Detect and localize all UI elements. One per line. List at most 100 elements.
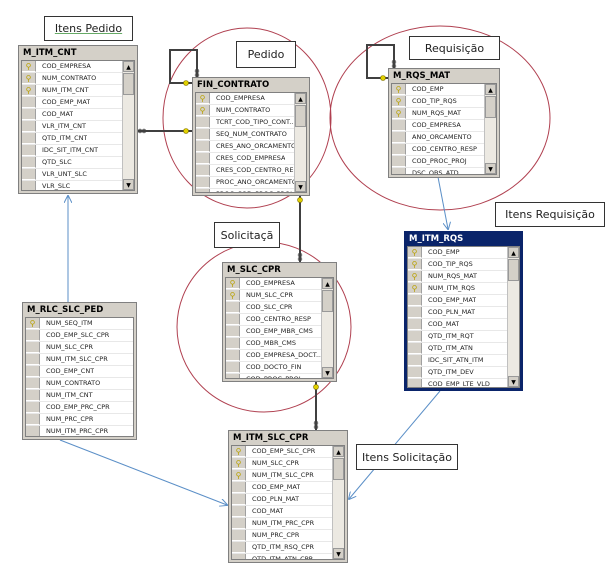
column-row[interactable]: ANO_ORCAMENTO [392, 132, 496, 144]
column-row[interactable]: COD_EMP_SLC_CPR [26, 330, 133, 342]
column-row[interactable]: COD_EMPRESA_DOCT... [226, 350, 333, 362]
table-title[interactable]: M_SLC_CPR [227, 265, 281, 275]
column-row[interactable]: SEQ_NUM_CONTRATO [196, 129, 306, 141]
column-row[interactable]: NUM_PRC_CPR [232, 530, 344, 542]
column-row[interactable]: QTD_ITM_ATN_CPR [232, 554, 344, 559]
column-row[interactable]: NUM_SLC_CPR [26, 342, 133, 354]
scrollbar[interactable]: ▲▼ [507, 247, 519, 387]
rlc-to-itm-slc-cpr-arrow[interactable] [59, 439, 227, 505]
column-row[interactable]: NUM_ITM_CNT [26, 390, 133, 402]
column-row[interactable]: TCRT_COD_TIPO_CONT... [196, 117, 306, 129]
column-row[interactable]: COD_EMP_PRC_CPR [26, 402, 133, 414]
label-itens-solicitacao[interactable]: Itens Solicitação [356, 444, 458, 470]
column-row[interactable]: QTD_ITM_CNT [22, 133, 134, 145]
column-row[interactable]: ⚲COD_EMPRESA [226, 278, 333, 290]
scroll-up-icon[interactable]: ▲ [485, 84, 496, 95]
table-m-rqs-mat[interactable]: M_RQS_MAT⚲COD_EMP⚲COD_TIP_RQS⚲NUM_RQS_MA… [388, 68, 500, 178]
column-row[interactable]: COD_PROC_PROJ [392, 156, 496, 168]
column-row[interactable]: COD_EMPRESA [392, 120, 496, 132]
column-row[interactable]: CRES_ANO_ORCAMENTO [196, 141, 306, 153]
column-row[interactable]: ⚲NUM_CONTRATO [22, 73, 134, 85]
scrollbar[interactable]: ▲▼ [294, 93, 306, 192]
column-row[interactable]: COD_EMP_CNT [26, 366, 133, 378]
column-row[interactable]: ⚲COD_EMP_SLC_CPR [232, 446, 344, 458]
scroll-down-icon[interactable]: ▼ [123, 179, 134, 190]
table-m-itm-slc-cpr[interactable]: M_ITM_SLC_CPR⚲COD_EMP_SLC_CPR⚲NUM_SLC_CP… [228, 430, 348, 563]
column-row[interactable]: COD_EMP_MAT [232, 482, 344, 494]
column-row[interactable]: ⚲COD_EMP [408, 247, 519, 259]
scroll-thumb[interactable] [485, 96, 496, 118]
column-row[interactable]: PROC_ANO_ORCAMENTO [196, 177, 306, 189]
table-m-itm-rqs[interactable]: M_ITM_RQS ⚲COD_EMP⚲COD_TIP_RQS⚲NUM_RQS_MA… [404, 231, 523, 391]
scroll-down-icon[interactable]: ▼ [333, 548, 344, 559]
column-row[interactable]: COD_PLN_MAT [408, 307, 519, 319]
column-row[interactable]: COD_CENTRO_RESP [226, 314, 333, 326]
column-row[interactable]: COD_PLN_MAT [232, 494, 344, 506]
column-row[interactable]: NUM_ITM_PRC_CPR [26, 426, 133, 436]
column-row[interactable]: COD_MAT [408, 319, 519, 331]
column-row[interactable]: ⚲NUM_ITM_RQS [408, 283, 519, 295]
scroll-thumb[interactable] [295, 105, 306, 127]
rqs-mat-to-itm-rqs-arrow[interactable] [437, 176, 448, 229]
column-row[interactable]: ⚲NUM_RQS_MAT [392, 108, 496, 120]
column-row[interactable]: PROC_COD_PROC_PROJ [196, 189, 306, 192]
column-row[interactable]: ⚲COD_TIP_RQS [408, 259, 519, 271]
column-row[interactable]: QTD_SLC [22, 157, 134, 169]
scroll-up-icon[interactable]: ▲ [123, 61, 134, 72]
column-row[interactable]: IDC_SIT_ITM_CNT [22, 145, 134, 157]
scrollbar[interactable]: ▲▼ [122, 61, 134, 190]
label-pedido[interactable]: Pedido [236, 41, 296, 68]
label-itens-pedido[interactable]: Itens Pedido [44, 16, 133, 41]
scroll-down-icon[interactable]: ▼ [508, 376, 519, 387]
column-row[interactable]: NUM_PRC_CPR [26, 414, 133, 426]
label-itens-requisicao[interactable]: Itens Requisição [495, 202, 605, 227]
scroll-down-icon[interactable]: ▼ [485, 163, 496, 174]
column-row[interactable]: ⚲COD_EMPRESA [196, 93, 306, 105]
column-row[interactable]: COD_EMP_MBR_CMS [226, 326, 333, 338]
scroll-down-icon[interactable]: ▼ [295, 181, 306, 192]
column-row[interactable]: VLR_UNT_SLC [22, 169, 134, 181]
column-row[interactable]: VLR_ITM_CNT [22, 121, 134, 133]
column-row[interactable]: COD_SLC_CPR [226, 302, 333, 314]
column-row[interactable]: ⚲NUM_CONTRATO [196, 105, 306, 117]
column-row[interactable]: NUM_ITM_SLC_CPR [26, 354, 133, 366]
scroll-up-icon[interactable]: ▲ [295, 93, 306, 104]
column-row[interactable]: COD_MAT [22, 109, 134, 121]
fin-contrato-self-relationship[interactable] [169, 49, 198, 84]
column-row[interactable]: ⚲NUM_ITM_SLC_CPR [232, 470, 344, 482]
column-row[interactable]: ⚲NUM_RQS_MAT [408, 271, 519, 283]
column-row[interactable]: NUM_CONTRATO [26, 378, 133, 390]
column-row[interactable]: COD_MBR_CMS [226, 338, 333, 350]
scroll-down-icon[interactable]: ▼ [322, 367, 333, 378]
label-requisicao[interactable]: Requisição [409, 36, 500, 60]
column-row[interactable]: QTD_ITM_RSQ_CPR [232, 542, 344, 554]
table-title[interactable]: M_RLC_SLC_PED [27, 305, 104, 315]
column-row[interactable]: DSC_OBS_ATD [392, 168, 496, 174]
table-title[interactable]: FIN_CONTRATO [197, 80, 270, 90]
scroll-thumb[interactable] [333, 458, 344, 480]
column-row[interactable]: CRES_COD_CENTRO_RE... [196, 165, 306, 177]
table-title[interactable]: M_ITM_CNT [23, 48, 77, 58]
scroll-up-icon[interactable]: ▲ [333, 446, 344, 457]
rqs-mat-self-relationship[interactable] [366, 44, 395, 79]
column-row[interactable]: COD_DOCTO_FIN [226, 362, 333, 374]
scroll-up-icon[interactable]: ▲ [322, 278, 333, 289]
column-row[interactable]: ⚲COD_EMP [392, 84, 496, 96]
scroll-up-icon[interactable]: ▲ [508, 247, 519, 258]
column-row[interactable]: IDC_SIT_ATN_ITM [408, 355, 519, 367]
column-row[interactable]: COD_CENTRO_RESP [392, 144, 496, 156]
scrollbar[interactable]: ▲▼ [484, 84, 496, 174]
column-row[interactable]: COD_PROC_PROJ [226, 374, 333, 378]
table-title[interactable]: M_ITM_SLC_CPR [233, 433, 309, 443]
column-row[interactable]: COD_EMP_LTE_VLD [408, 379, 519, 387]
column-row[interactable]: QTD_ITM_ATN [408, 343, 519, 355]
column-row[interactable]: COD_EMP_MAT [408, 295, 519, 307]
table-title[interactable]: M_ITM_RQS [409, 234, 464, 244]
table-title[interactable]: M_RQS_MAT [393, 71, 451, 81]
column-row[interactable]: ⚲COD_EMPRESA [22, 61, 134, 73]
column-row[interactable]: QTD_ITM_DEV [408, 367, 519, 379]
column-row[interactable]: ⚲NUM_SEQ_ITM [26, 318, 133, 330]
column-row[interactable]: ⚲NUM_SLC_CPR [226, 290, 333, 302]
